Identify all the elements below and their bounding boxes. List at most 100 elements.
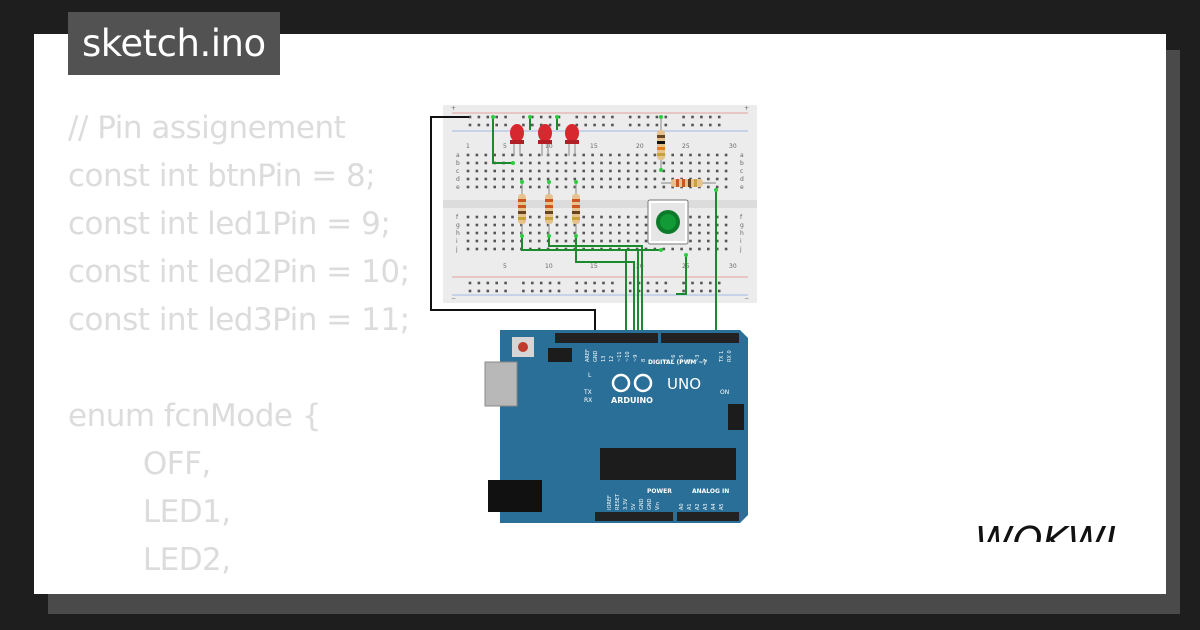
svg-text:+: + (451, 105, 456, 112)
pin-label: GND (639, 498, 645, 510)
board-name: UNO (667, 375, 701, 393)
row-letter: j (739, 246, 742, 253)
resistor-2 (545, 182, 553, 236)
row-letter: e (456, 184, 460, 191)
code-line: enum fcnMode { (68, 398, 322, 434)
wire-led3-pin (575, 236, 635, 340)
led-2 (538, 124, 552, 156)
analog-label: ANALOG IN (692, 488, 729, 495)
row-letter: e (740, 184, 744, 191)
row-letter: a (740, 152, 744, 159)
tx-label: TX (583, 389, 592, 396)
col-label: 15 (590, 263, 598, 270)
wire-btn-gnd (676, 255, 687, 295)
row-letter: h (456, 230, 460, 237)
row-letter: i (456, 238, 458, 245)
l-label: L (588, 372, 592, 379)
row-letter: h (740, 230, 744, 237)
code-line (68, 344, 410, 392)
pin-label: RX 0 (727, 350, 733, 362)
col-label: 30 (729, 263, 737, 270)
rx-label: RX (584, 397, 592, 404)
pin-label: 4 (687, 359, 693, 362)
wire-led1-pin (521, 236, 639, 340)
pin-label: TX 1 (719, 351, 725, 363)
row-letter: i (740, 238, 742, 245)
pin-label: ~3 (695, 355, 701, 362)
col-label: 5 (503, 143, 507, 150)
pin-label: A0 (679, 503, 685, 510)
on-label: ON (720, 389, 729, 396)
pin-label: 12 (609, 356, 615, 362)
col-label: 25 (682, 143, 690, 150)
led-1 (510, 124, 524, 156)
col-label: 10 (545, 143, 553, 150)
wokwi-logo: WOKWI (975, 519, 1116, 542)
code-line: OFF, (68, 446, 211, 482)
resistor-horizontal (661, 179, 716, 187)
arduino-infinity-logo (611, 373, 653, 393)
circuit-diagram: + − + − 1 5 10 15 20 25 30 5 10 15 20 25… (430, 105, 757, 523)
pin-label: 2 (703, 359, 709, 362)
wire-btn-pin (625, 249, 661, 340)
pin-label: A3 (703, 503, 709, 510)
code-line: LED3 (68, 584, 410, 594)
pin-label: AREF (585, 349, 591, 362)
row-letter: b (740, 160, 744, 167)
code-line: const int btnPin = 8; (68, 158, 376, 194)
col-label: 30 (729, 143, 737, 150)
pin-label: ~5 (679, 355, 685, 362)
row-letter: f (456, 214, 459, 221)
code-line: const int led1Pin = 9; (68, 206, 391, 242)
code-line: LED2, (68, 542, 231, 578)
pin-label: 5V (631, 503, 637, 510)
pin-label: ~10 (625, 351, 631, 362)
col-label: 5 (503, 263, 507, 270)
svg-text:+: + (744, 105, 749, 112)
row-letter: f (740, 214, 743, 221)
digital-label: DIGITAL (PWM ~) (648, 359, 706, 366)
resistor-3 (572, 182, 580, 236)
sketch-title: sketch.ino (68, 12, 280, 75)
row-letter: j (455, 246, 458, 253)
led-3 (565, 124, 579, 156)
code-line: // Pin assignement (68, 110, 346, 146)
power-label: POWER (647, 488, 672, 495)
pin-label: Vin (655, 502, 661, 510)
row-letter: g (456, 222, 460, 229)
code-line: const int led3Pin = 11; (68, 302, 410, 338)
row-letter: c (456, 168, 459, 175)
pin-label: RESET (615, 493, 621, 510)
svg-text:−: − (451, 295, 456, 302)
wires (430, 116, 717, 340)
col-label: 20 (636, 143, 644, 150)
pin-label: IOREF (607, 495, 613, 510)
brand-text: WOKWI (975, 519, 1116, 542)
row-letter: a (456, 152, 460, 159)
pin-label: A4 (711, 503, 717, 510)
pin-label: A2 (695, 503, 701, 510)
pushbutton (647, 199, 689, 245)
pin-label: A1 (687, 503, 693, 510)
code-preview: // Pin assignement const int btnPin = 8; c… (68, 104, 410, 594)
pin-label: ~11 (617, 351, 623, 362)
board-brand: ARDUINO (611, 396, 653, 405)
pin-label: 8 (641, 359, 647, 362)
row-letter: b (456, 160, 460, 167)
pin-label: ~9 (633, 355, 639, 362)
col-label: 20 (636, 263, 644, 270)
resistor-1 (518, 182, 526, 236)
wire-led1-gnd (492, 117, 513, 164)
code-line: const int led2Pin = 10; (68, 254, 410, 290)
pin-label: GND (593, 350, 599, 362)
col-label: 15 (590, 143, 598, 150)
code-line: LED1, (68, 494, 231, 530)
resistor-pulldown-vertical (657, 117, 665, 170)
pin-label: GND (647, 498, 653, 510)
wire-led2-pin (548, 236, 643, 340)
breadboard: + − + − 1 5 10 15 20 25 30 5 10 15 20 25… (443, 105, 757, 303)
pin-label: A5 (719, 503, 725, 510)
pin-label: 7 (663, 359, 669, 362)
